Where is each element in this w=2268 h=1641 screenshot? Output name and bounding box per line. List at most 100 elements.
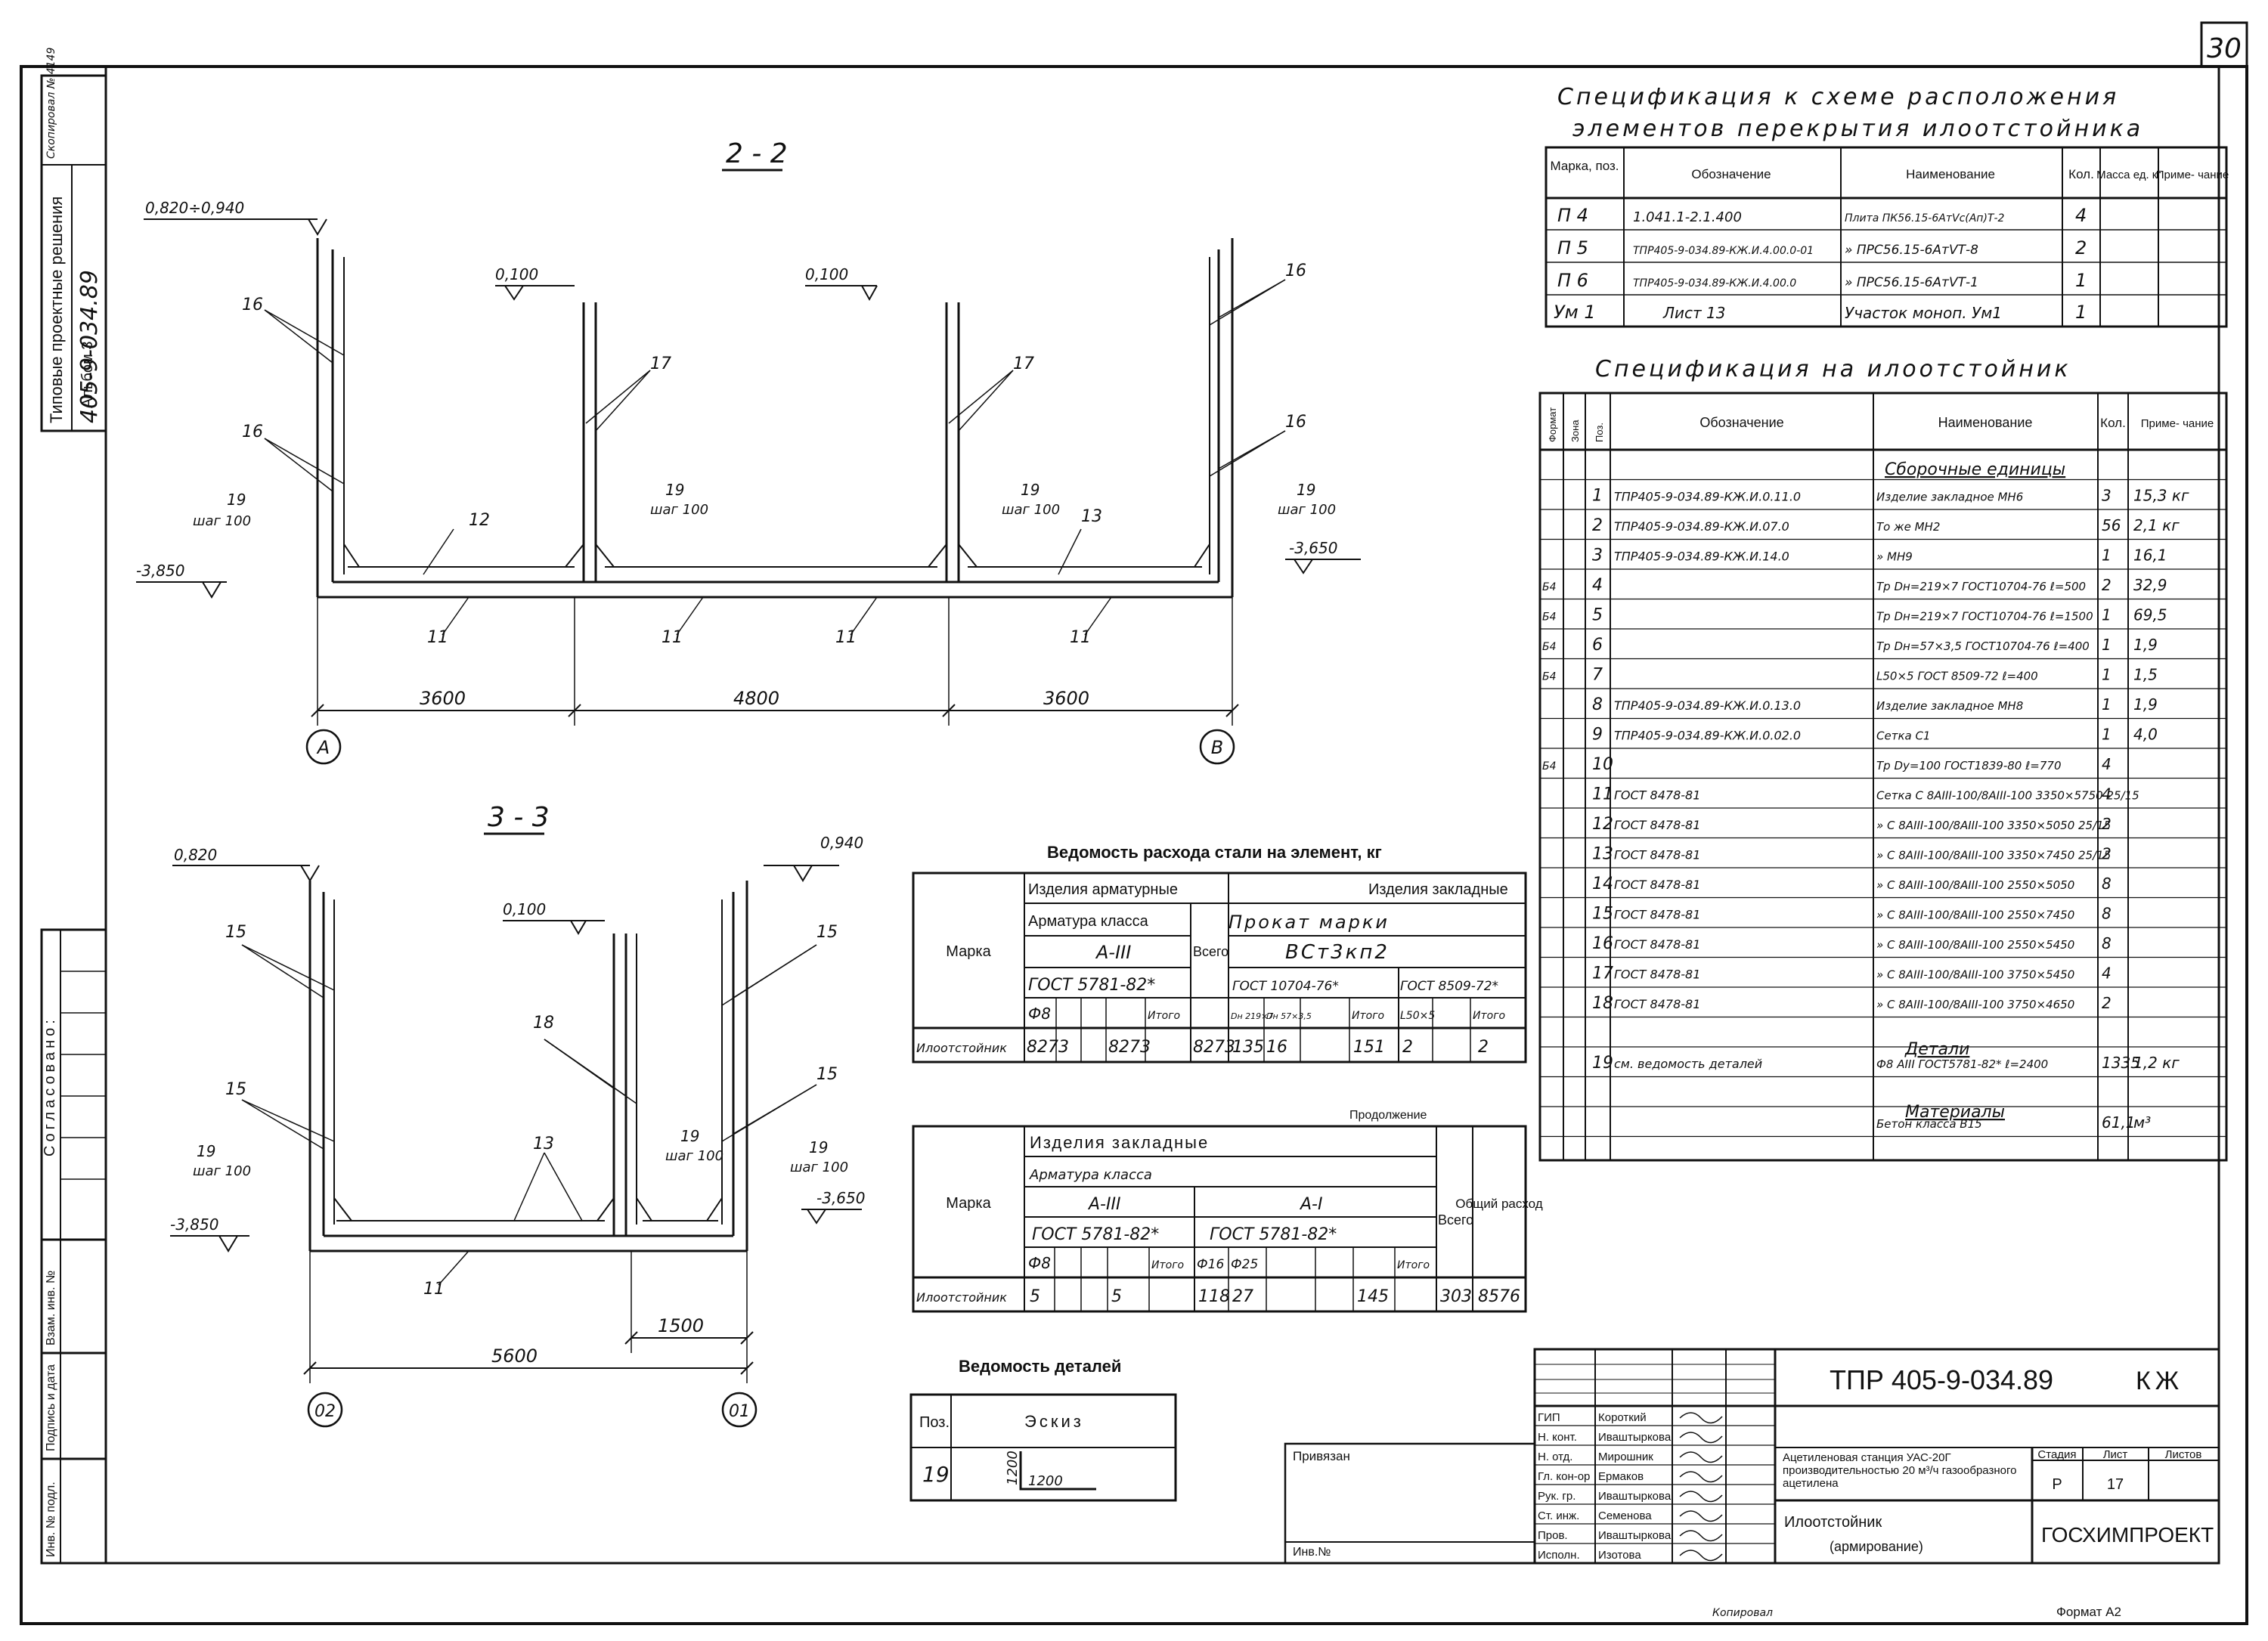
- steel-dn219: Dн 219×7: [1231, 1011, 1273, 1021]
- steel-table: [912, 872, 1527, 1064]
- signature-mark: [1679, 1451, 1723, 1463]
- tb-name: Мирошник: [1598, 1451, 1653, 1463]
- spec-tank-cell-name: » С 8АIII-100/8АIII-100 2550×5050: [1876, 878, 2074, 892]
- spec-tank-cell-name: Бетон класса B15: [1876, 1117, 1982, 1131]
- label-2-12: шаг 100: [1002, 502, 1060, 518]
- details-title: Ведомость деталей: [959, 1357, 1121, 1376]
- spec-layout-h5: Приме- чание: [2156, 169, 2229, 181]
- tb-mark: КЖ: [2136, 1367, 2183, 1395]
- sheet-number-box: [2200, 21, 2248, 68]
- axis-2-1: В: [1211, 737, 1223, 758]
- steel-a3: А-III: [1095, 942, 1131, 963]
- side-stamp: Скопировал № 4149 Типовые проектные реше…: [40, 48, 107, 432]
- steel-dn57: Dн 57×3,5: [1266, 1011, 1312, 1021]
- cont-row-cell: 5: [1111, 1287, 1122, 1306]
- level-3-0: 0,820: [174, 846, 217, 864]
- tb-role: Исполн.: [1538, 1549, 1580, 1562]
- steel-reinf-class: Арматура класса: [1028, 913, 1149, 930]
- tb-stage: Р: [2052, 1476, 2062, 1493]
- signature-mark: [1679, 1432, 1723, 1444]
- spec-tank-cell-pos: 16: [1592, 934, 1613, 953]
- outer-frame: [20, 65, 2248, 1625]
- label-2-18: 11: [835, 628, 857, 647]
- signature-mark: [1679, 1491, 1723, 1503]
- spec-layout-h3: Кол.: [2068, 167, 2094, 181]
- spec-tank-cell-qty: 8: [2102, 905, 2112, 923]
- signature-mark: [1679, 1510, 1723, 1522]
- spec-tank-cell-qty: 8: [2102, 934, 2112, 952]
- spec-tank-cell-pos: 6: [1592, 636, 1603, 655]
- spec-tank-cell-note: 1,9: [2133, 695, 2158, 714]
- spec-tank-cell-pos: 19: [1592, 1054, 1613, 1073]
- spec-tank-cell-qty: 1: [2102, 546, 2112, 565]
- details-sketch: Эскиз: [1024, 1412, 1084, 1431]
- tb-role: Пров.: [1538, 1529, 1568, 1542]
- label-3-7: 13: [533, 1135, 554, 1153]
- spec-layout-h0: Марка, поз.: [1551, 159, 1619, 173]
- side-stamp-corner: Скопировал № 4149: [45, 48, 57, 159]
- spec-tank-cell-name: То же МН2: [1876, 520, 1940, 534]
- sign-date-label: Подпись и дата: [45, 1364, 57, 1451]
- spec-tank-cell-qty: 3: [2102, 487, 2112, 505]
- spec-layout-h4: Масса ед. кг: [2096, 169, 2161, 181]
- label-2-3: 17: [1013, 355, 1034, 373]
- level-3-2: 0,940: [820, 834, 863, 852]
- cont-label: Продолжение: [1349, 1109, 1427, 1122]
- cont-gost1: ГОСТ 5781-82*: [1032, 1225, 1159, 1244]
- label-2-13: 13: [1081, 507, 1102, 526]
- steel-embedded: Изделия закладные: [1368, 881, 1508, 898]
- footer-copied: Копировал: [1712, 1607, 1773, 1619]
- spec-tank-cell-name: » С 8АIII-100/8АIII-100 2550×5450: [1876, 938, 2074, 952]
- cont-total: Всего: [1438, 1212, 1473, 1228]
- spec-tank-cell-qty: 1: [2102, 695, 2112, 714]
- footer-format: Формат А2: [2056, 1605, 2121, 1619]
- label-2-5: 16: [1285, 413, 1306, 432]
- sl-r0-c0: П 4: [1557, 205, 1588, 226]
- dim-2-1: 4800: [733, 688, 779, 709]
- spec-tank-cell-designation: ГОСТ 8478-81: [1614, 848, 1700, 862]
- spec-tank-cell-name: Ф8 АIII ГОСТ5781-82* ℓ=2400: [1876, 1057, 2048, 1071]
- sl-r1-c2: » ПРС56.15-6АтVТ-8: [1845, 243, 1978, 258]
- spec-layout-title1: Спецификация к схеме расположения: [1557, 84, 2119, 110]
- spec-tank-cell-format: Б4: [1542, 671, 1557, 683]
- sl-r3-c3: 1: [2075, 302, 2087, 323]
- steel-row-cell: Илоотстойник: [916, 1041, 1007, 1055]
- agreed-label: Согласовано:: [42, 1016, 58, 1156]
- label-2-1: 16: [242, 423, 263, 441]
- tb-org: ГОСХИМПРОЕКТ: [2041, 1523, 2214, 1547]
- tb-sheet: 17: [2107, 1476, 2124, 1493]
- label-2-0: 16: [242, 296, 263, 314]
- spec-tank-cell-designation: ГОСТ 8478-81: [1614, 818, 1700, 832]
- label-2-10: шаг 100: [650, 502, 708, 518]
- sl-r1-c3: 2: [2075, 237, 2087, 259]
- spec-tank-cell-designation: ГОСТ 8478-81: [1614, 788, 1700, 803]
- steel-gost5781: ГОСТ 5781-82*: [1028, 976, 1155, 995]
- side-stamp-code: 405-9-034.89: [76, 270, 103, 423]
- tb-role: Рук. гр.: [1538, 1490, 1576, 1503]
- label-3-12: 11: [423, 1280, 445, 1299]
- spec-tank-cell-note: 4,0: [2133, 726, 2158, 744]
- spec-tank-cell-qty: 1: [2102, 606, 2112, 624]
- spec-tank-cell-note: 16,1: [2133, 546, 2167, 565]
- label-3-11: шаг 100: [790, 1160, 848, 1175]
- tb-inv: Инв.№: [1293, 1546, 1331, 1559]
- steel-row-cell: 151: [1353, 1038, 1385, 1057]
- steel-l50: L50×5: [1400, 1010, 1435, 1022]
- tb-stage-h: Стадия: [2037, 1448, 2076, 1461]
- dim-2-2: 3600: [1043, 688, 1089, 709]
- spec-tank-cell-pos: 7: [1592, 666, 1603, 685]
- label-3-6: шаг 100: [193, 1163, 251, 1179]
- spec-tank-cell-name: Тр Dн=57×3,5 ГОСТ10704-76 ℓ=400: [1876, 639, 2090, 653]
- label-3-0: 15: [225, 923, 246, 942]
- tb-name: Ермаков: [1598, 1470, 1644, 1483]
- sl-r0-c2: Плита ПК56.15-6АтVс(Ап)Т-2: [1845, 212, 2005, 224]
- steel-row-cell: 2: [1402, 1038, 1413, 1057]
- cont-row-cell: Илоотстойник: [916, 1290, 1007, 1305]
- spec-tank-cell-designation: ТПР405-9-034.89-КЖ.И.0.13.0: [1614, 698, 1801, 713]
- spec-tank-cell-pos: 1: [1592, 487, 1603, 506]
- steel-itogo2: Итого: [1352, 1010, 1384, 1022]
- spec-tank-cell-format: Б4: [1542, 612, 1557, 624]
- cont-phi16: Ф16: [1197, 1257, 1224, 1272]
- tb-drawing-sub: (армирование): [1830, 1539, 1923, 1554]
- sl-r2-c3: 1: [2075, 270, 2087, 291]
